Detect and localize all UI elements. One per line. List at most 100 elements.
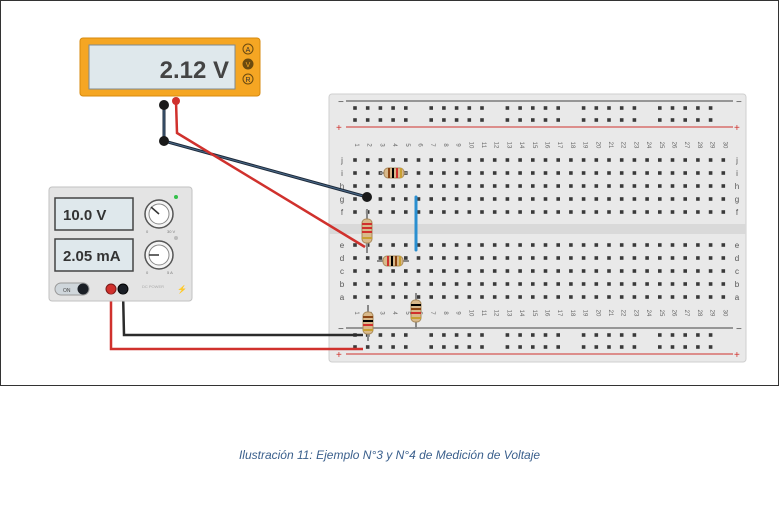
breadboard-hole[interactable] xyxy=(518,243,522,247)
breadboard-hole[interactable] xyxy=(505,345,510,349)
breadboard-hole[interactable] xyxy=(670,158,675,162)
breadboard-hole[interactable] xyxy=(378,333,383,337)
breadboard-hole[interactable] xyxy=(721,158,726,162)
breadboard-hole[interactable] xyxy=(531,118,535,122)
breadboard-hole[interactable] xyxy=(645,282,649,286)
breadboard-hole[interactable] xyxy=(632,171,637,175)
breadboard-hole[interactable] xyxy=(543,269,548,273)
breadboard-hole[interactable] xyxy=(708,118,713,122)
resistor-r1[interactable] xyxy=(380,167,408,179)
breadboard-hole[interactable] xyxy=(480,118,484,122)
breadboard-hole[interactable] xyxy=(531,106,535,110)
breadboard-hole[interactable] xyxy=(619,269,624,273)
power-supply[interactable]: 10.0 V 2.05 mA 0 30 V 0 5 A ON DC POWER … xyxy=(48,186,193,302)
breadboard-hole[interactable] xyxy=(581,184,586,188)
breadboard-hole[interactable] xyxy=(442,197,446,201)
breadboard-hole[interactable] xyxy=(429,171,433,175)
breadboard-hole[interactable] xyxy=(645,243,649,247)
breadboard-hole[interactable] xyxy=(658,197,662,201)
breadboard-hole[interactable] xyxy=(454,333,459,337)
breadboard-hole[interactable] xyxy=(353,106,357,110)
breadboard-hole[interactable] xyxy=(353,118,357,122)
breadboard-hole[interactable] xyxy=(492,295,497,299)
breadboard-hole[interactable] xyxy=(416,171,421,175)
breadboard-hole[interactable] xyxy=(569,269,573,273)
breadboard-hole[interactable] xyxy=(658,243,662,247)
breadboard-hole[interactable] xyxy=(429,197,433,201)
breadboard-hole[interactable] xyxy=(353,256,357,260)
breadboard-hole[interactable] xyxy=(353,282,357,286)
breadboard-hole[interactable] xyxy=(594,345,599,349)
breadboard-hole[interactable] xyxy=(467,184,472,188)
breadboard-hole[interactable] xyxy=(632,243,637,247)
breadboard-hole[interactable] xyxy=(543,184,548,188)
breadboard-hole[interactable] xyxy=(429,282,433,286)
breadboard-hole[interactable] xyxy=(569,184,573,188)
breadboard-hole[interactable] xyxy=(378,184,383,188)
breadboard-hole[interactable] xyxy=(365,184,370,188)
breadboard-hole[interactable] xyxy=(404,345,408,349)
breadboard-hole[interactable] xyxy=(632,333,637,337)
breadboard-hole[interactable] xyxy=(670,171,675,175)
breadboard-hole[interactable] xyxy=(518,345,522,349)
breadboard-hole[interactable] xyxy=(492,282,497,286)
breadboard-hole[interactable] xyxy=(619,210,624,214)
breadboard-hole[interactable] xyxy=(581,243,586,247)
breadboard-hole[interactable] xyxy=(708,184,713,188)
breadboard-hole[interactable] xyxy=(480,197,484,201)
breadboard-hole[interactable] xyxy=(454,118,459,122)
breadboard-hole[interactable] xyxy=(378,197,383,201)
breadboard-hole[interactable] xyxy=(708,345,713,349)
breadboard-hole[interactable] xyxy=(721,210,726,214)
breadboard-hole[interactable] xyxy=(518,158,522,162)
breadboard-hole[interactable] xyxy=(594,269,599,273)
breadboard-hole[interactable] xyxy=(683,256,687,260)
breadboard-hole[interactable] xyxy=(619,184,624,188)
breadboard-hole[interactable] xyxy=(683,106,687,110)
breadboard-hole[interactable] xyxy=(454,158,459,162)
breadboard-hole[interactable] xyxy=(442,295,446,299)
supply-red-wire[interactable] xyxy=(109,291,363,351)
breadboard-hole[interactable] xyxy=(353,158,357,162)
breadboard-hole[interactable] xyxy=(416,269,421,273)
breadboard-hole[interactable] xyxy=(454,184,459,188)
breadboard-hole[interactable] xyxy=(391,197,395,201)
breadboard-hole[interactable] xyxy=(696,282,700,286)
breadboard-hole[interactable] xyxy=(696,333,700,337)
breadboard-hole[interactable] xyxy=(658,282,662,286)
breadboard-hole[interactable] xyxy=(505,282,510,286)
breadboard-hole[interactable] xyxy=(708,197,713,201)
breadboard-hole[interactable] xyxy=(492,243,497,247)
breadboard-hole[interactable] xyxy=(683,171,687,175)
breadboard-hole[interactable] xyxy=(391,269,395,273)
breadboard-hole[interactable] xyxy=(607,243,611,247)
breadboard-hole[interactable] xyxy=(467,106,472,110)
breadboard-hole[interactable] xyxy=(454,210,459,214)
breadboard-hole[interactable] xyxy=(531,171,535,175)
breadboard-hole[interactable] xyxy=(683,210,687,214)
breadboard-hole[interactable] xyxy=(518,269,522,273)
breadboard-hole[interactable] xyxy=(543,197,548,201)
breadboard-hole[interactable] xyxy=(607,345,611,349)
breadboard-hole[interactable] xyxy=(594,243,599,247)
breadboard-hole[interactable] xyxy=(569,295,573,299)
breadboard-hole[interactable] xyxy=(429,345,433,349)
breadboard-hole[interactable] xyxy=(645,295,649,299)
breadboard-hole[interactable] xyxy=(454,171,459,175)
breadboard-hole[interactable] xyxy=(556,282,560,286)
breadboard-hole[interactable] xyxy=(391,295,395,299)
breadboard-hole[interactable] xyxy=(480,269,484,273)
breadboard-hole[interactable] xyxy=(480,171,484,175)
breadboard-hole[interactable] xyxy=(658,106,662,110)
breadboard-hole[interactable] xyxy=(708,295,713,299)
breadboard-hole[interactable] xyxy=(696,345,700,349)
breadboard-hole[interactable] xyxy=(442,333,446,337)
breadboard-hole[interactable] xyxy=(543,171,548,175)
breadboard-hole[interactable] xyxy=(696,118,700,122)
breadboard-hole[interactable] xyxy=(378,243,383,247)
breadboard-hole[interactable] xyxy=(607,256,611,260)
breadboard-hole[interactable] xyxy=(619,295,624,299)
breadboard-hole[interactable] xyxy=(696,184,700,188)
breadboard-hole[interactable] xyxy=(721,184,726,188)
breadboard-hole[interactable] xyxy=(531,184,535,188)
